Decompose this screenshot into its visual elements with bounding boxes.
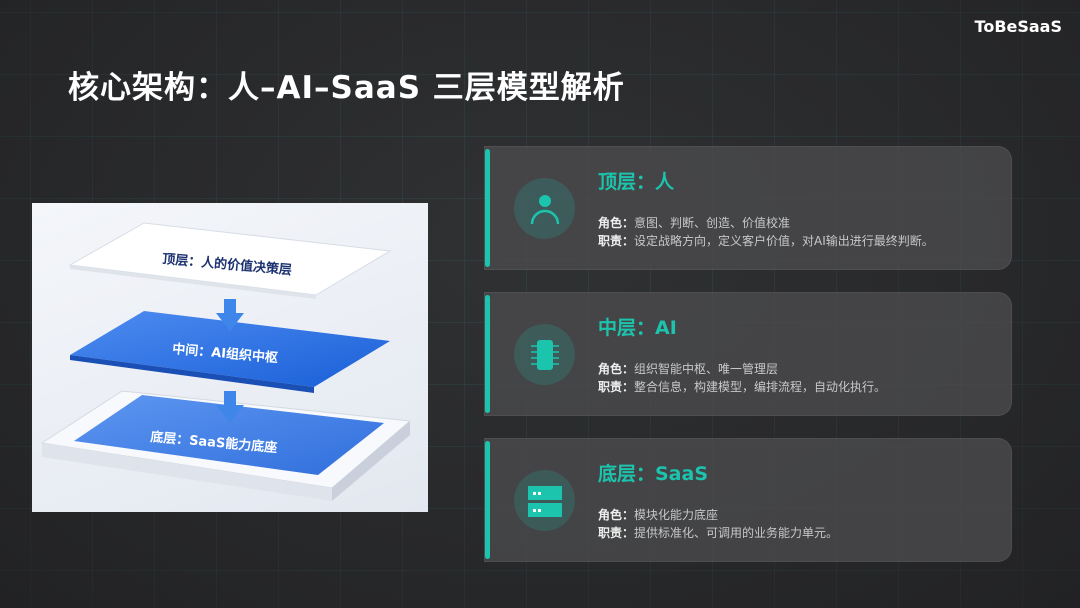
- card-role: 角色：模块化能力底座: [598, 508, 719, 522]
- middle-plate: [70, 311, 390, 393]
- arrow-icon: [216, 299, 244, 423]
- accent-bar: [485, 441, 490, 559]
- accent-bar: [485, 295, 490, 413]
- card-role: 角色：组织智能中枢、唯一管理层: [598, 362, 779, 376]
- person-icon: [514, 178, 575, 239]
- layer-card-top: 顶层：人 角色：意图、判断、创造、价值校准 职责：设定战略方向，定义客户价值，对…: [484, 146, 1012, 270]
- layer-card-bottom: 底层：SaaS 角色：模块化能力底座 职责：提供标准化、可调用的业务能力单元。: [484, 438, 1012, 562]
- card-title: 中层：AI: [598, 317, 677, 339]
- layer-card-middle: 中层：AI 角色：组织智能中枢、唯一管理层 职责：整合信息，构建模型，编排流程，…: [484, 292, 1012, 416]
- card-duty: 职责：提供标准化、可调用的业务能力单元。: [598, 526, 839, 540]
- card-duty: 职责：设定战略方向，定义客户价值，对AI输出进行最终判断。: [598, 234, 934, 248]
- brand-logo: ToBeSaaS: [974, 17, 1062, 36]
- three-layer-diagram: 顶层：人的价值决策层 中间：AI组织中枢 底层：SaaS能力底座: [32, 203, 428, 512]
- card-duty: 职责：整合信息，构建模型，编排流程，自动化执行。: [598, 380, 887, 394]
- card-title: 底层：SaaS: [598, 463, 709, 485]
- server-icon: [514, 470, 575, 531]
- card-role: 角色：意图、判断、创造、价值校准: [598, 216, 791, 230]
- chip-icon: [514, 324, 575, 385]
- page-title: 核心架构：人–AI–SaaS 三层模型解析: [68, 70, 625, 106]
- card-title: 顶层：人: [598, 171, 675, 193]
- accent-bar: [485, 149, 490, 267]
- top-plate: [68, 222, 392, 299]
- bottom-plate: [40, 390, 412, 501]
